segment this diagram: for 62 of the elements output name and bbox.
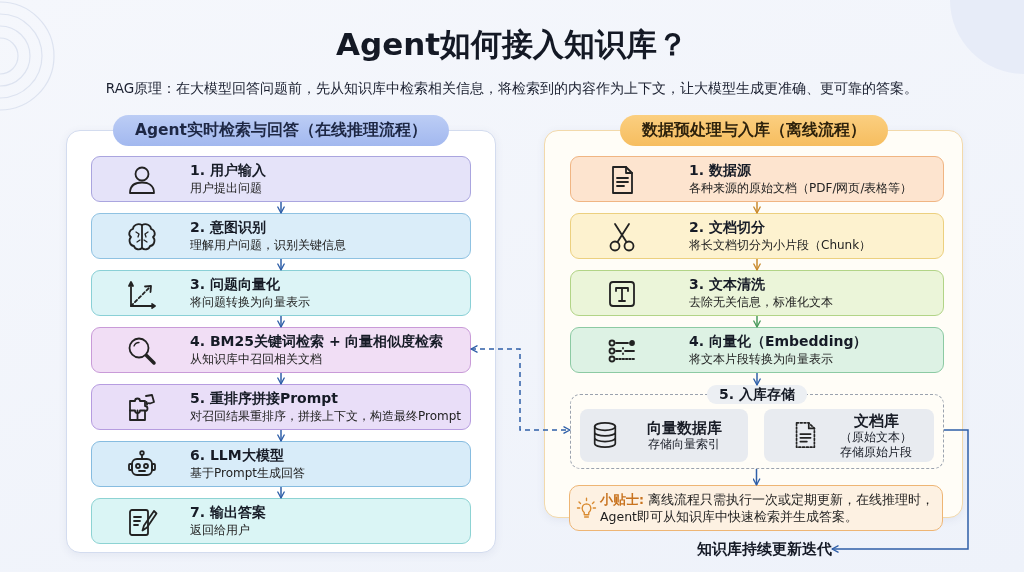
storage-note: 存储原始片段 [840,444,912,460]
step-title: 1. 数据源 [689,161,752,180]
step-description: 基于Prompt生成回答 [190,465,307,482]
process-box [570,156,944,202]
process-box [91,384,471,430]
dashed-arrow [470,345,571,434]
arrow [277,201,285,214]
step-title: 5. 重排序拼接Prompt [190,389,340,408]
process-box [91,213,471,259]
subtitle: RAG原理：在大模型回答问题前，先从知识库中检索相关信息，将检索到的内容作为上下文，让大模型生成更准确、更可靠的答案。 [105,80,919,96]
step-title: 4. 向量化（Embedding） [689,332,869,351]
step-description: 将长文档切分为小片段（Chunk） [689,237,873,254]
process-box [91,327,471,373]
step-title: 6. LLM大模型 [190,446,285,465]
tip-box [569,485,943,531]
step-title: 3. 问题向量化 [190,275,281,294]
process-box [91,156,471,202]
tip-text: 小贴士: 离线流程只需执行一次或定期更新，在线推理时，Agent即可从知识库中快速检索并生成答案。 [600,491,935,525]
process-box [91,441,471,487]
storage-title: 文档库 [853,411,899,430]
section-heading: Agent实时检索与回答（在线推理流程） [112,115,450,146]
arrow [277,258,285,271]
storage-note: 存储向量索引 [648,437,720,452]
step-title: 2. 文档切分 [689,218,766,237]
process-box [570,270,944,316]
section-heading: 数据预处理与入库（离线流程） [619,115,888,146]
storage-title: 向量数据库 [646,419,722,437]
process-box [91,498,471,544]
step-title: 7. 输出答案 [190,503,267,522]
step-title: 4. BM25关键词检索 + 向量相似度检索 [190,332,445,351]
step-description: 理解用户问题，识别关键信息 [190,237,347,254]
process-box [91,270,471,316]
arrow [752,468,761,486]
storage-group [570,385,944,469]
step-description: 将问题转换为向量表示 [190,294,311,311]
arrow [831,429,969,553]
title: Agent如何接入知识库？ [335,25,689,64]
arrow [753,372,761,386]
process-box [570,327,944,373]
storage-note: （原始文本） [840,429,912,445]
step-description: 从知识库中召回相关文档 [190,351,323,368]
arrow [277,315,285,328]
note-text: 知识库持续更新迭代 [697,539,832,559]
step-description: 用户提出问题 [190,180,263,197]
step-description: 去除无关信息，标准化文本 [689,294,834,311]
arrow [753,201,761,214]
step-description: 各种来源的原始文档（PDF/网页/表格等） [689,180,914,197]
group-heading: 5. 入库存储 [707,385,807,404]
step-description: 对召回结果重排序，拼接上下文，构造最终Prompt [190,408,463,425]
step-title: 2. 意图识别 [190,218,267,237]
step-title: 1. 用户输入 [190,161,267,180]
storage-box [580,409,748,462]
step-title: 3. 文本清洗 [689,275,766,294]
storage-box [764,409,934,462]
process-box [570,213,944,259]
step-description: 将文本片段转换为向量表示 [689,351,834,368]
arrow [277,429,285,442]
arrow [277,486,285,499]
arrow [753,258,761,271]
arrow [753,315,761,328]
step-description: 返回给用户 [190,522,251,539]
arrow [277,372,285,385]
